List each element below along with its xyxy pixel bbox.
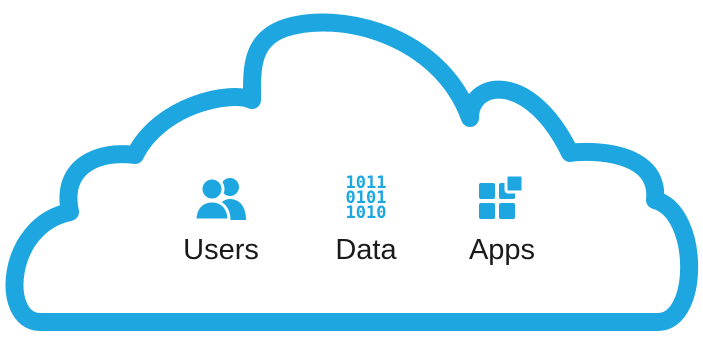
apps-item: Apps xyxy=(462,170,542,265)
users-item: Users xyxy=(178,170,264,265)
apps-label: Apps xyxy=(468,234,536,266)
data-item: 1011 0101 1010 Data xyxy=(328,170,404,265)
cloud-outline xyxy=(5,13,699,331)
apps-grid-icon xyxy=(479,170,525,226)
users-label: Users xyxy=(183,234,259,266)
binary-line: 1010 xyxy=(345,202,387,223)
binary-data-icon: 1011 0101 1010 xyxy=(346,170,387,226)
binary-line: 0101 xyxy=(345,187,387,208)
binary-line: 1011 xyxy=(345,172,387,193)
users-icon xyxy=(194,170,248,226)
data-label: Data xyxy=(335,234,397,266)
